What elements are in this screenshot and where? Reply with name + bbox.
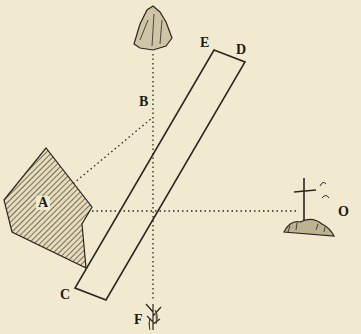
reflecting-plate — [75, 50, 245, 300]
letter-label: D — [236, 43, 246, 57]
mountain-peak — [134, 6, 172, 50]
letter-label: E — [200, 36, 209, 50]
letter-label: F — [134, 313, 143, 327]
letter-label: A — [36, 196, 50, 210]
plant — [146, 304, 161, 330]
prism — [4, 148, 92, 268]
cross-on-mound — [284, 178, 334, 236]
letter-label: O — [338, 205, 349, 219]
sight-lines — [56, 54, 296, 300]
letter-label: B — [137, 95, 150, 109]
letter-label: C — [60, 288, 70, 302]
